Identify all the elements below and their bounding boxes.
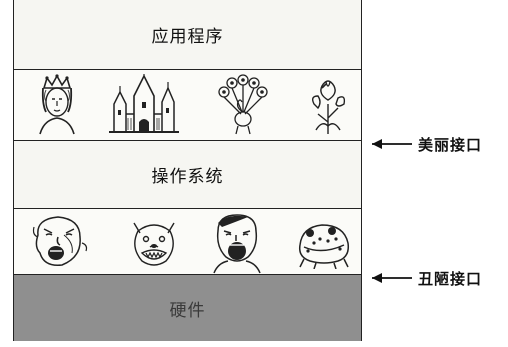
hardware-layer: 硬件 (14, 275, 361, 341)
applications-label: 应用程序 (151, 27, 224, 47)
warty-toad-icon (298, 224, 350, 269)
queen-portrait-icon (39, 74, 75, 135)
applications-layer: 应用程序 (14, 0, 361, 70)
peacock-icon (218, 74, 268, 135)
beautiful-interface-arrow-icon (372, 139, 412, 149)
fairytale-castle-icon (109, 74, 179, 133)
operating-system-label: 操作系统 (151, 167, 224, 187)
ugly-interface-label: 丑陋接口 (418, 270, 483, 288)
ugly-interface-layer (14, 209, 361, 275)
snarling-dog-icon (133, 222, 175, 266)
yelling-man-icon (213, 214, 261, 274)
beautiful-interface-label: 美丽接口 (418, 136, 483, 154)
flower-bouquet-icon (311, 80, 346, 134)
operating-system-layer: 操作系统 (14, 141, 361, 209)
ugly-interface-arrow-icon (372, 273, 412, 283)
screaming-face-icon (32, 216, 88, 266)
beautiful-interface-layer (14, 70, 361, 141)
layer-stack-diagram: 应用程序 (13, 0, 362, 341)
hardware-label: 硬件 (169, 300, 206, 321)
